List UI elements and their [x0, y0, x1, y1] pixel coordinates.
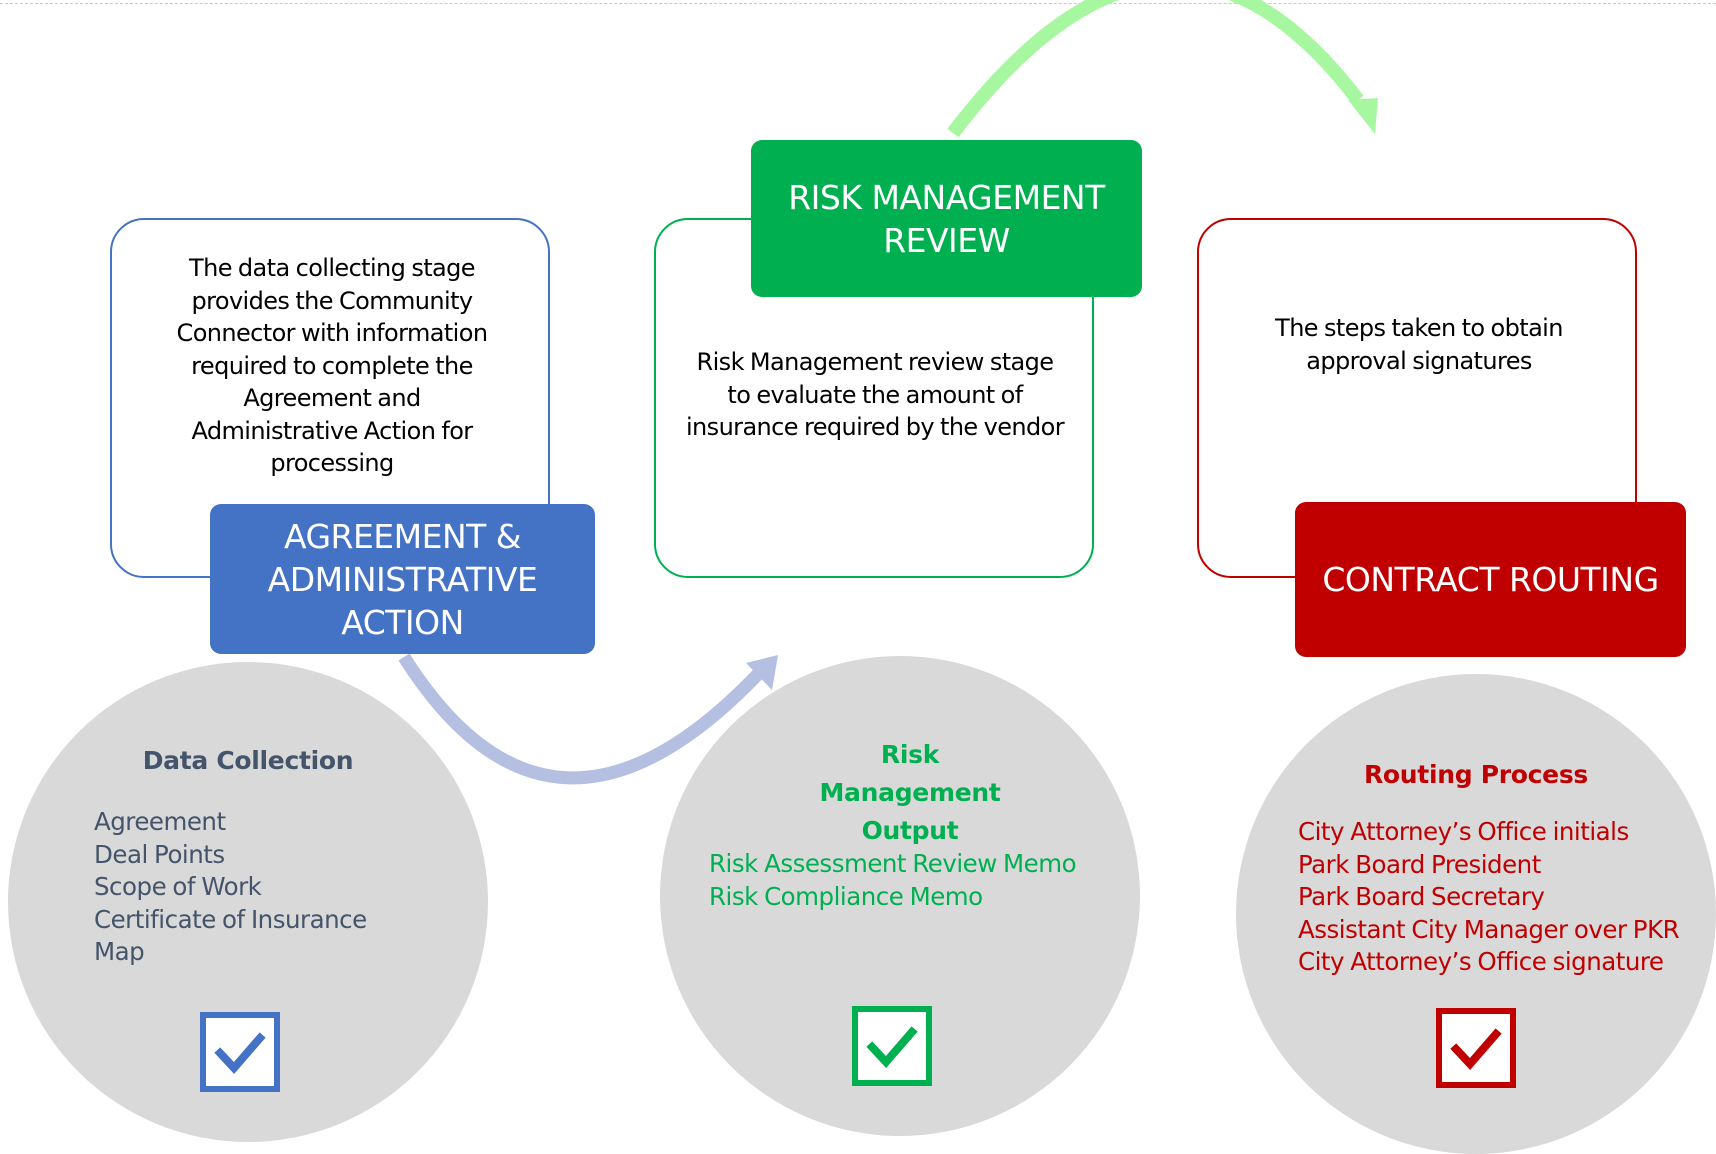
list-item: City Attorney’s Office signature [1298, 947, 1664, 977]
data-collection-circle: Data Collection Agreement Deal Points Sc… [8, 662, 488, 1142]
top-dotted-rule [0, 3, 1716, 4]
agreement-description: The data collecting stage provides the C… [176, 254, 488, 477]
agreement-stage-title: AGREEMENT & ADMINISTRATIVE ACTION [210, 504, 595, 654]
list-item: Assistant City Manager over PKR [1298, 914, 1680, 944]
risk-output-circle: Risk Management Output Risk Assessment R… [660, 656, 1140, 1136]
checked-box-icon [1436, 1008, 1516, 1088]
routing-process-list: City Attorney’s Office initials Park Boa… [1298, 816, 1680, 979]
risk-description: Risk Management review stage to evaluate… [685, 348, 1065, 441]
list-item: Risk Compliance Memo [709, 881, 983, 911]
curved-arrow-icon [398, 653, 778, 785]
list-item: Park Board Secretary [1298, 882, 1545, 912]
routing-process-title: Routing Process [1363, 760, 1588, 789]
risk-output-title: Risk Management Output [819, 740, 1001, 845]
data-collection-title: Data Collection [142, 746, 354, 775]
routing-description: The steps taken to obtain approval signa… [1275, 314, 1563, 375]
list-item: Agreement [94, 807, 226, 836]
checked-box-icon [852, 1006, 932, 1086]
routing-process-circle: Routing Process City Attorney’s Office i… [1236, 674, 1716, 1154]
list-item: Risk Assessment Review Memo [709, 849, 1077, 878]
routing-stage-title: CONTRACT ROUTING [1295, 502, 1686, 657]
list-item: Park Board President [1298, 849, 1541, 879]
list-item: City Attorney’s Office initials [1298, 817, 1629, 846]
curved-arrow-icon [947, 0, 1378, 138]
list-item: Certificate of Insurance [94, 904, 367, 934]
risk-stage-title: RISK MANAGEMENT REVIEW [751, 140, 1142, 297]
list-item: Scope of Work [94, 872, 262, 902]
data-collection-list: Agreement Deal Points Scope of Work Cert… [94, 806, 367, 969]
list-item: Deal Points [94, 839, 225, 869]
list-item: Map [94, 937, 145, 967]
risk-output-list: Risk Assessment Review Memo Risk Complia… [709, 848, 1077, 913]
checked-box-icon [200, 1012, 280, 1092]
